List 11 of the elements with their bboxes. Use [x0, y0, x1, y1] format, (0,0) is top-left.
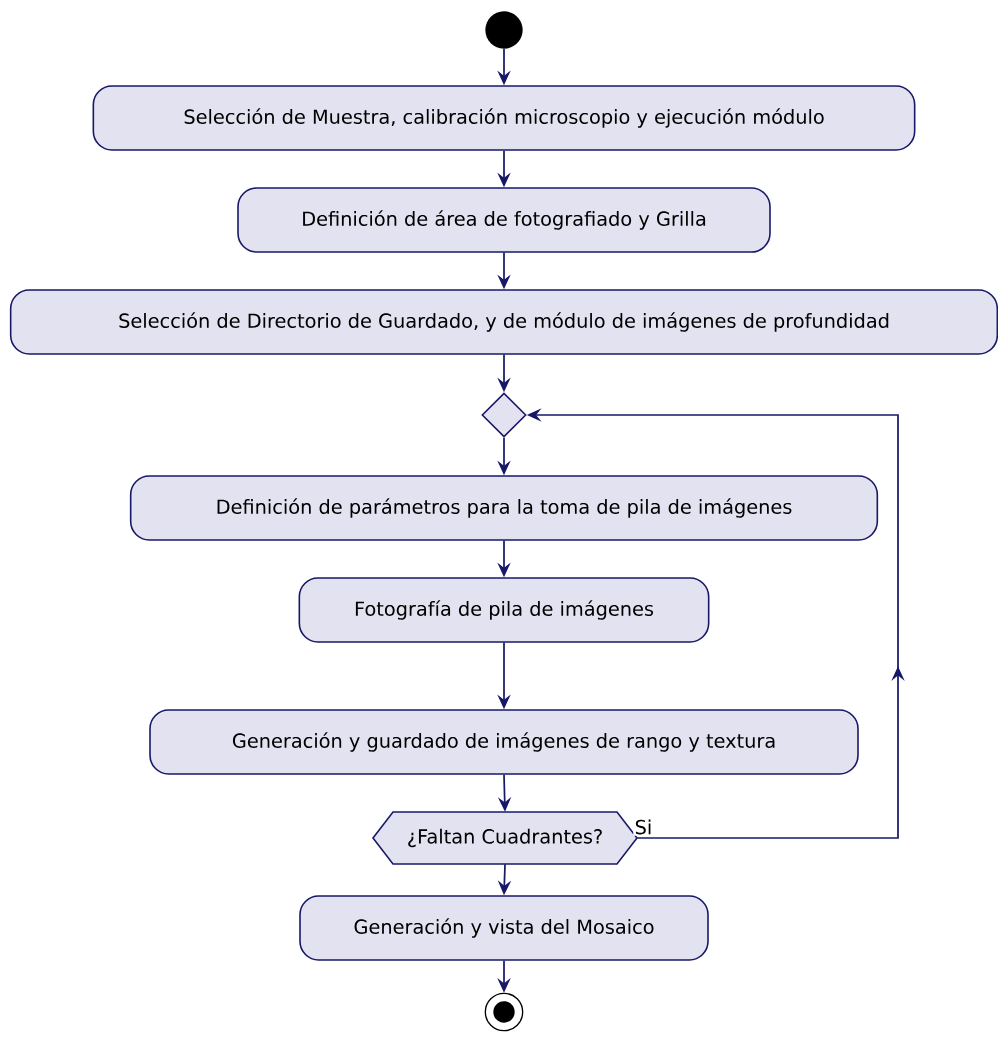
merge-diamond: [481, 392, 527, 438]
action-box: Definición de parámetros para la toma de pila de imágenes: [129, 475, 879, 541]
action-box: Definición de área de fotografiado y Grilla: [237, 187, 771, 253]
action-box: Generación y guardado de imágenes de rango y textura: [149, 709, 859, 775]
action-box: Selección de Directorio de Guardado, y de módulo de imágenes de profundidad: [9, 289, 998, 355]
action-box: Generación y vista del Mosaico: [299, 895, 709, 961]
edge-label: Si: [633, 818, 654, 836]
action-box: Selección de Muestra, calibración microscopio y ejecución módulo: [92, 85, 916, 151]
end-circle: [484, 992, 524, 1032]
action-box: Fotografía de pila de imágenes: [298, 577, 710, 643]
start-circle: [485, 11, 523, 49]
